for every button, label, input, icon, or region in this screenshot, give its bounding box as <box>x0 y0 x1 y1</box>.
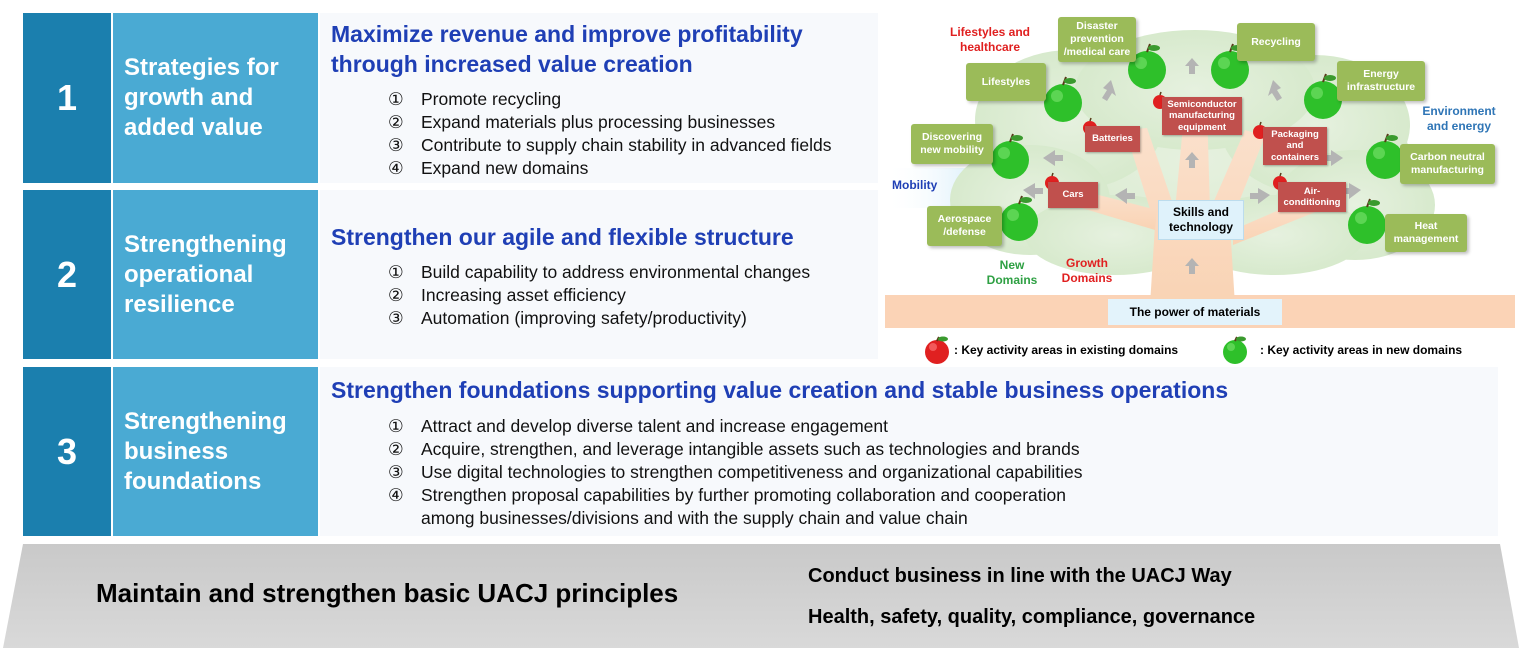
item-text: Expand materials plus processing busines… <box>421 112 776 132</box>
item-marker: ③ <box>388 462 404 482</box>
label-growth-domains: Growth Domains <box>1061 256 1113 285</box>
pillar-2-title: Strengthening operational resilience <box>113 190 318 359</box>
apple-icon <box>1366 133 1404 179</box>
pillar-3-title-text: Strengthening business foundations <box>124 407 287 495</box>
power-of-materials-box: The power of materials <box>1108 299 1282 325</box>
pillar-2-title-text: Strengthening operational resilience <box>124 230 287 318</box>
box-packaging: Packaging and containers <box>1263 127 1327 165</box>
item-marker: ① <box>388 262 404 282</box>
apple-icon <box>991 133 1029 179</box>
foundation-line-2: Health, safety, quality, compliance, gov… <box>808 606 1256 628</box>
item-text: Automation (improving safety/productivit… <box>421 308 747 328</box>
pillar-1-item-2: ② Expand materials plus processing busine… <box>388 111 775 134</box>
pillar-3-panel <box>320 367 1498 536</box>
box-energy-infrastructure: Energy infrastructure <box>1337 61 1425 101</box>
box-heat-management: Heat management <box>1385 214 1467 252</box>
box-aerospace-defense: Aerospace /defense <box>927 206 1002 246</box>
item-marker: ④ <box>388 158 404 178</box>
pillar-1-item-4: ④ Expand new domains <box>388 157 588 180</box>
label-mobility: Mobility <box>892 178 938 192</box>
box-carbon-neutral: Carbon neutral manufacturing <box>1400 144 1495 184</box>
box-batteries: Batteries <box>1085 126 1140 152</box>
item-marker: ② <box>388 112 404 132</box>
item-text: Increasing asset efficiency <box>421 285 626 305</box>
item-text: Contribute to supply chain stability in … <box>421 135 832 155</box>
pillar-3-item-1: ① Attract and develop diverse talent and … <box>388 415 888 438</box>
pillar-3-title: Strengthening business foundations <box>113 367 318 536</box>
pillar-1-title-text: Strategies for growth and added value <box>124 54 279 141</box>
item-marker: ② <box>388 439 404 459</box>
item-marker: ④ <box>388 485 404 505</box>
item-marker: ① <box>388 416 404 436</box>
box-recycling: Recycling <box>1237 23 1315 61</box>
pillar-3-item-3: ③ Use digital technologies to strengthen … <box>388 461 1083 484</box>
pillar-1-number: 1 <box>23 13 111 183</box>
box-discovering-new-mobility: Discovering new mobility <box>911 124 993 164</box>
foundation-band <box>3 544 1519 648</box>
legend-existing: : Key activity areas in existing domains <box>954 343 1179 357</box>
growth-arrows <box>1023 58 1361 274</box>
apple-icon <box>1304 73 1342 119</box>
item-text: Acquire, strengthen, and leverage intang… <box>421 439 1080 459</box>
item-text: Use digital technologies to strengthen c… <box>421 462 1083 482</box>
legend-green-apple-icon <box>1223 336 1247 364</box>
pillar-1-panel <box>320 13 878 183</box>
box-disaster-prevention: Disaster prevention /medical care <box>1058 17 1136 62</box>
box-lifestyles: Lifestyles <box>966 63 1046 101</box>
foundation-main: Maintain and strengthen basic UACJ princ… <box>96 578 679 608</box>
pillar-3-number: 3 <box>23 367 111 536</box>
box-air-conditioning: Air-conditioning <box>1278 182 1346 212</box>
pillar-2-item-2: ② Increasing asset efficiency <box>388 284 626 307</box>
item-text: Build capability to address environmenta… <box>421 262 811 282</box>
pillar-2-number: 2 <box>23 190 111 359</box>
apple-icon <box>1128 43 1166 89</box>
item-marker: ③ <box>388 308 404 328</box>
pillar-2-item-3: ③ Automation (improving safety/productivi… <box>388 307 747 330</box>
pillar-2-item-1: ① Build capability to address environment… <box>388 261 810 284</box>
apple-icon <box>1044 76 1082 122</box>
label-environment-energy: Environment and energy <box>1422 104 1496 133</box>
item-marker: ① <box>388 89 404 109</box>
pillar-3-item-2: ② Acquire, strengthen, and leverage intan… <box>388 438 1080 461</box>
skills-technology-box: Skills and technology <box>1158 200 1244 240</box>
item-text: Promote recycling <box>421 89 562 109</box>
label-lifestyles-healthcare: Lifestyles and healthcare <box>949 25 1031 54</box>
pillar-2-panel <box>320 190 878 359</box>
pillar-3-item-4: ④ Strengthen proposal capabilities by fur… <box>388 484 1066 507</box>
item-text: Strengthen proposal capabilities by furt… <box>421 485 1066 505</box>
pillar-2-heading: Strengthen our agile and flexible struct… <box>331 224 794 250</box>
box-semiconductor: Semiconductor manufacturing equipment <box>1162 97 1242 135</box>
item-marker: ③ <box>388 135 404 155</box>
pillar-1-item-3: ③ Contribute to supply chain stability in… <box>388 134 832 157</box>
box-cars: Cars <box>1048 182 1098 208</box>
item-text: Attract and develop diverse talent and i… <box>421 416 888 436</box>
pillar-1-item-1: ① Promote recycling <box>388 88 561 111</box>
pillar-1-heading-line-2: through increased value creation <box>331 51 693 77</box>
pillar-3-heading: Strengthen foundations supporting value … <box>331 377 1229 403</box>
legend-red-apple-icon <box>925 336 949 364</box>
item-text: Expand new domains <box>421 158 589 178</box>
pillar-1-heading: Maximize revenue and improve profitabili… <box>331 19 803 79</box>
legend-new: : Key activity areas in new domains <box>1260 343 1463 357</box>
apple-icon <box>1000 195 1038 241</box>
label-new-domains: New Domains <box>986 258 1038 287</box>
pillar-1-title: Strategies for growth and added value <box>113 13 318 183</box>
foundation-line-1: Conduct business in line with the UACJ W… <box>808 565 1232 587</box>
apple-icon <box>1348 198 1386 244</box>
pillar-1-heading-line-1: Maximize revenue and improve profitabili… <box>331 21 803 47</box>
item-marker: ② <box>388 285 404 305</box>
pillar-3-item-4-continuation: among businesses/divisions and with the … <box>421 508 968 528</box>
